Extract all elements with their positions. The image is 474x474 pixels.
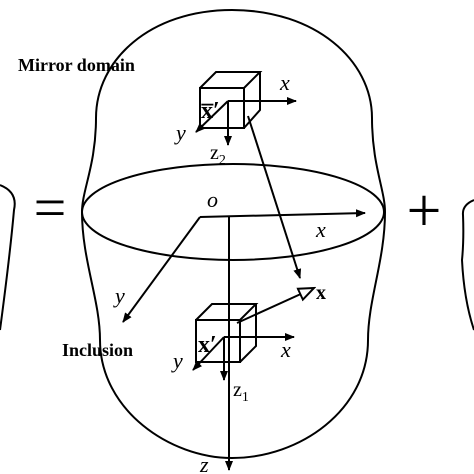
origin-label: o bbox=[207, 187, 218, 212]
main-x-label: x bbox=[315, 217, 326, 242]
right-partial-ellipsoid bbox=[460, 199, 474, 331]
plus-sign: + bbox=[407, 177, 442, 245]
incl-y-label: y bbox=[171, 348, 183, 373]
main-y-axis bbox=[122, 216, 201, 323]
incl-z-subscript: 1 bbox=[242, 390, 249, 405]
incl-x-label: x bbox=[280, 337, 291, 362]
mirror-domain-label: Mirror domain bbox=[18, 55, 135, 75]
mirror-z-subscript: 2 bbox=[219, 153, 226, 168]
main-y-label: y bbox=[113, 283, 125, 308]
outer-domain-boundary bbox=[80, 8, 387, 460]
mirror-z-label: z2 bbox=[210, 142, 226, 168]
main-z-label: z bbox=[199, 452, 209, 474]
left-partial-ellipsoid bbox=[0, 184, 16, 331]
mirror-z-letter: z bbox=[210, 142, 219, 164]
inclusion-to-point-line bbox=[236, 288, 314, 324]
inclusion-point-cube bbox=[195, 303, 259, 363]
main-x-axis bbox=[199, 209, 366, 218]
mirror-y-label: y bbox=[174, 120, 186, 145]
inclusion-label: Inclusion bbox=[62, 340, 133, 360]
mirror-x-label: x bbox=[279, 70, 290, 95]
equals-sign: = bbox=[34, 175, 67, 240]
incl-z-label: z1 bbox=[233, 379, 249, 405]
inclusion-point-label: x′ bbox=[198, 332, 217, 358]
field-point-label: x bbox=[316, 282, 326, 304]
interface-ellipse bbox=[81, 163, 385, 261]
mirror-point-label: x̅′ bbox=[200, 98, 219, 124]
incl-z-letter: z bbox=[233, 379, 242, 401]
mirror-y-axis bbox=[195, 100, 229, 133]
mirror-to-point-line bbox=[247, 115, 302, 279]
incl-y-axis bbox=[192, 336, 225, 371]
